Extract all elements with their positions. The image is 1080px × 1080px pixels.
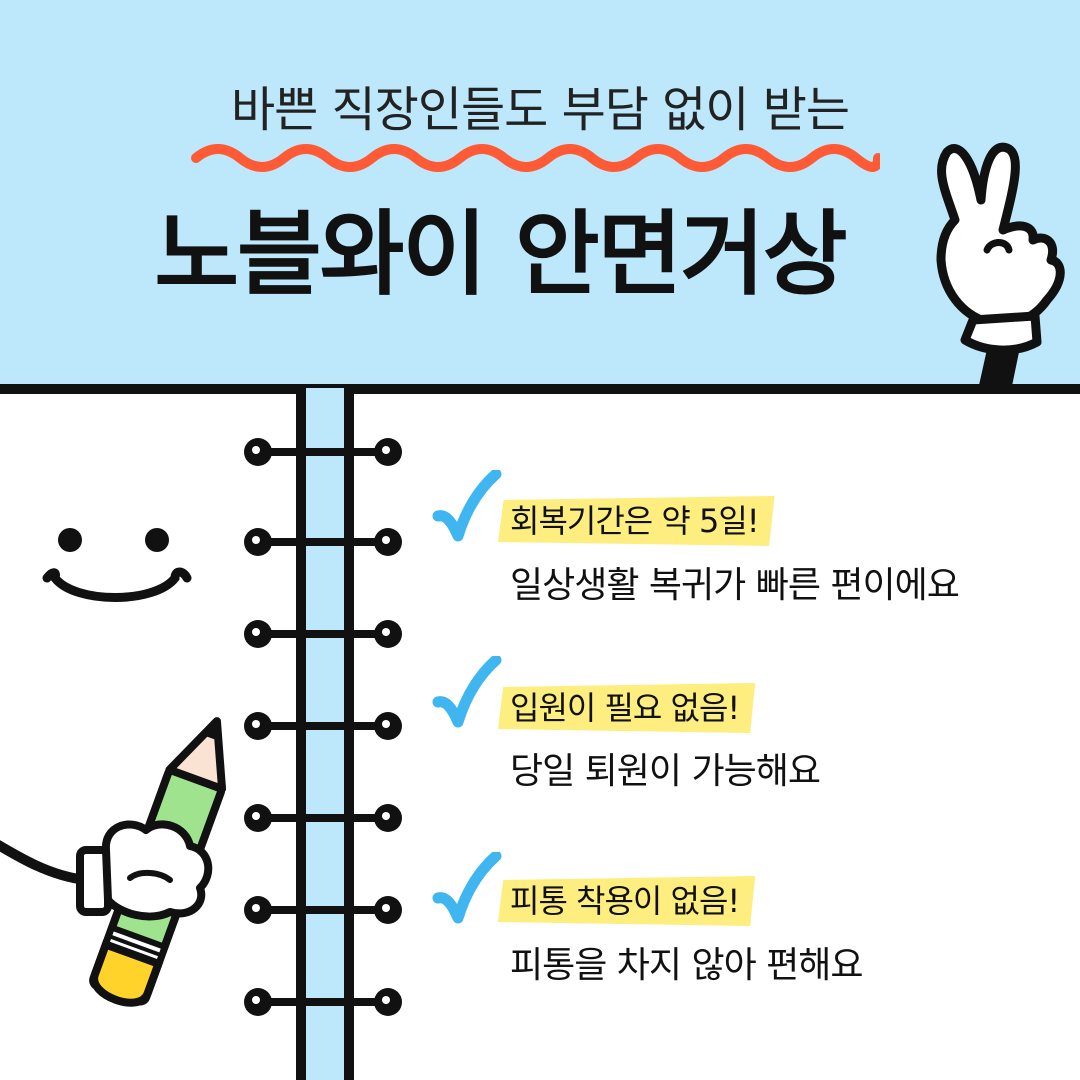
benefit-heading: 회복기간은 약 5일! <box>498 496 775 546</box>
notebook-ring-icon <box>244 528 402 556</box>
benefit-heading: 피통 착용이 없음! <box>498 876 756 926</box>
notebook-spine <box>296 388 354 1080</box>
peace-hand-icon <box>936 142 1065 390</box>
notebook-ring-icon <box>244 804 402 832</box>
subtitle: 바쁜 직장인들도 부담 없이 받는 <box>230 82 850 138</box>
header-band <box>0 0 1080 388</box>
check-icon <box>432 852 502 924</box>
notebook-ring-icon <box>244 896 402 924</box>
page-title: 노블와이 안면거상 <box>154 201 847 308</box>
check-icon <box>432 656 502 728</box>
notebook-ring-icon <box>244 620 402 648</box>
pencil-hand-icon <box>0 717 227 1007</box>
benefit-heading: 입원이 필요 없음! <box>498 683 756 733</box>
wavy-underline <box>191 144 880 172</box>
benefit-body: 일상생활 복귀가 빠른 편이에요 <box>510 565 960 606</box>
notebook-top-edge <box>0 384 1080 394</box>
notebook-ring-icon <box>244 712 402 740</box>
benefit-body: 피통을 차지 않아 편해요 <box>510 945 864 986</box>
check-icon <box>432 470 502 542</box>
notebook-ring-icon <box>244 438 402 466</box>
notebook-ring-icon <box>244 988 402 1016</box>
benefit-body: 당일 퇴원이 가능해요 <box>510 751 821 792</box>
smile-face-icon <box>42 528 192 602</box>
